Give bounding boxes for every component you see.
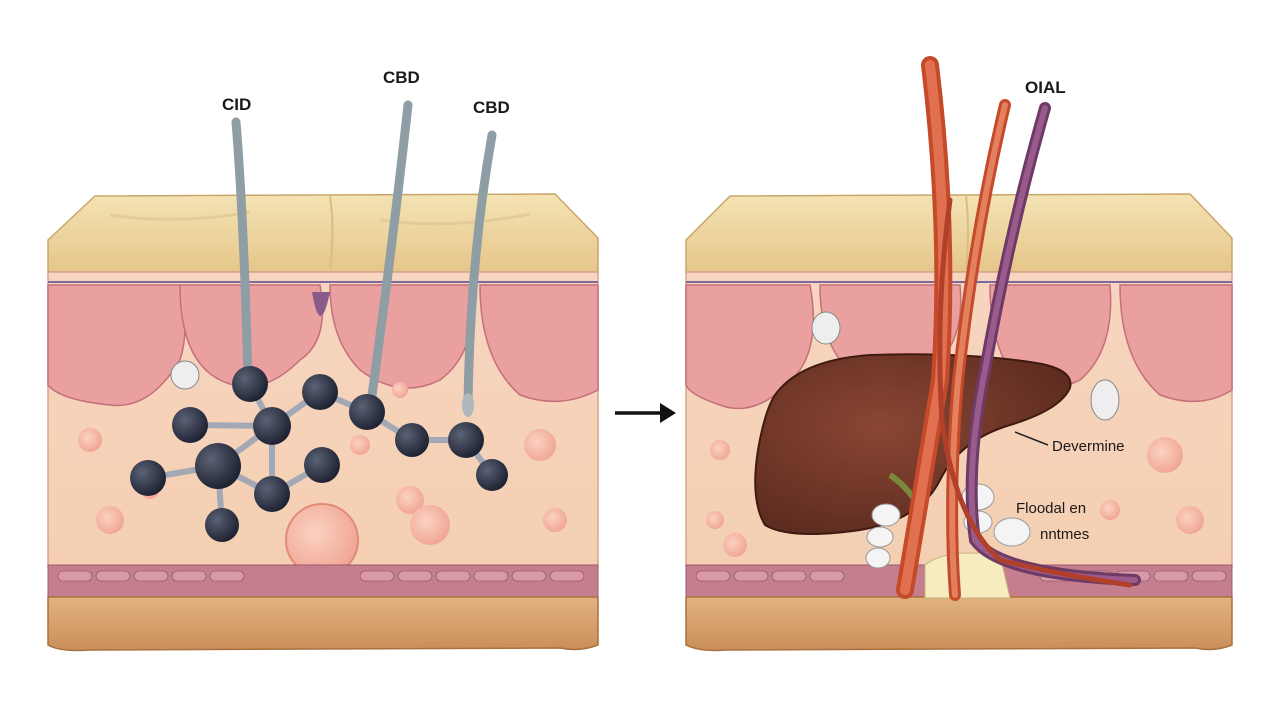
label-oial: OIAL: [1025, 78, 1066, 97]
needle-cbd-1: [365, 100, 413, 415]
blood-vessels: [896, 56, 1141, 601]
epidermis-layer-right: [685, 193, 1233, 273]
needle-cbd-2: [463, 130, 497, 410]
epidermis-layer: [47, 193, 599, 273]
label-cbd-2: CBD: [473, 98, 510, 117]
subcutaneous-layer: [47, 596, 599, 652]
label-floodal: Floodal en: [1016, 500, 1086, 517]
needle-cid: [231, 117, 253, 387]
needles-left: [231, 100, 497, 415]
left-skin-block: [47, 193, 599, 652]
liver-leader-line: [1014, 431, 1049, 446]
arrow-right-icon: [615, 403, 676, 423]
label-nntmes: nntmes: [1040, 526, 1089, 543]
needle-tip: [462, 393, 474, 417]
label-devermine: Devermine: [1052, 438, 1125, 455]
label-cid: CID: [222, 95, 251, 114]
label-cbd-1: CBD: [383, 68, 420, 87]
subcutaneous-layer-right: [685, 596, 1233, 652]
cbd-molecule: [130, 366, 508, 542]
